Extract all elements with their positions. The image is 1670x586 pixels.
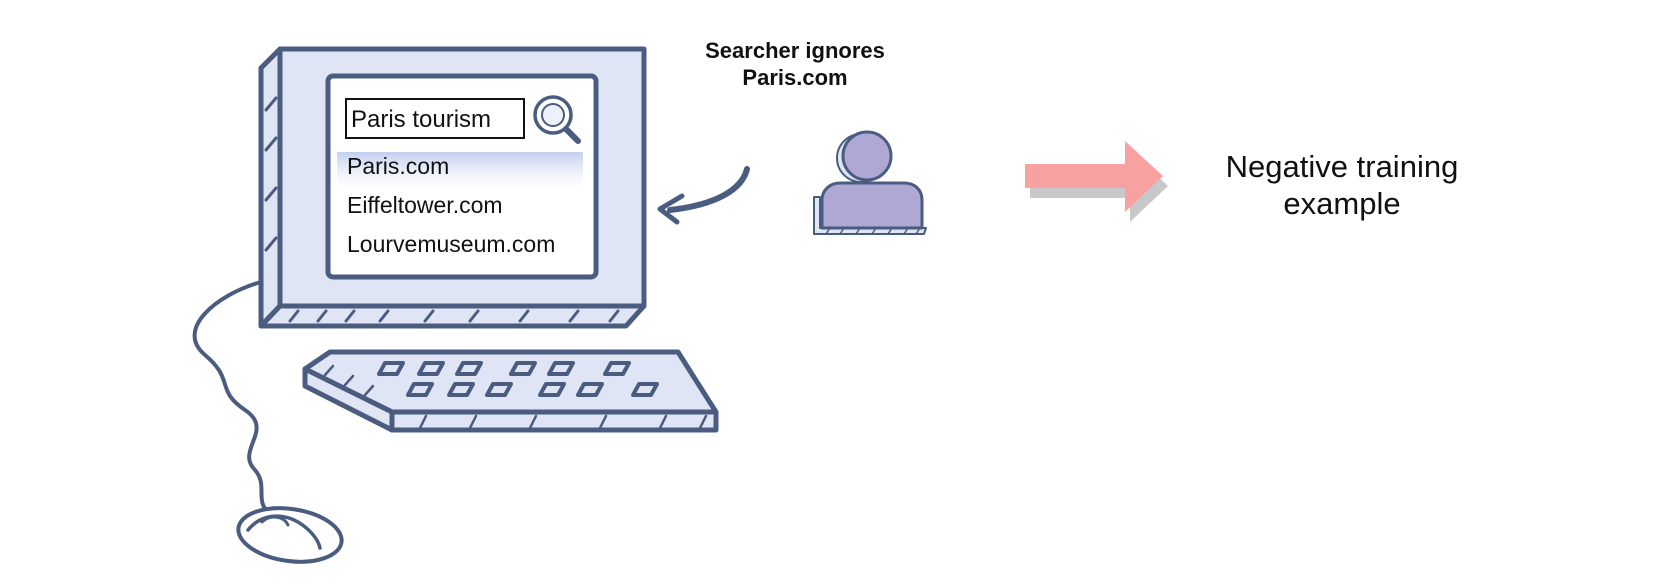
pink-arrow-shape bbox=[1025, 141, 1163, 212]
magnifier-icon[interactable] bbox=[533, 95, 581, 144]
mouse-button bbox=[246, 514, 322, 550]
person-head bbox=[841, 130, 893, 182]
key bbox=[603, 361, 631, 376]
person-body bbox=[820, 181, 924, 230]
result-link[interactable]: Eiffeltower.com bbox=[347, 192, 503, 218]
key bbox=[538, 382, 566, 397]
key bbox=[417, 361, 445, 376]
key bbox=[631, 382, 659, 397]
outcome-line-2: example bbox=[1283, 186, 1400, 221]
monitor-hatch bbox=[264, 96, 620, 323]
search-query: Paris tourism bbox=[351, 106, 491, 133]
outcome-line-1: Negative training bbox=[1226, 149, 1459, 184]
key bbox=[455, 361, 483, 376]
mouse-body bbox=[236, 506, 344, 564]
caption-line-1: Searcher ignores bbox=[705, 38, 885, 63]
key bbox=[406, 382, 434, 397]
pink-arrow bbox=[1025, 141, 1168, 222]
curved-arrow bbox=[657, 166, 750, 225]
key bbox=[547, 361, 575, 376]
mouse-wheel bbox=[260, 515, 290, 527]
result-link[interactable]: Lourvemuseum.com bbox=[347, 231, 555, 257]
key bbox=[576, 382, 604, 397]
monitor-bottom bbox=[258, 303, 647, 329]
key bbox=[509, 361, 537, 376]
key bbox=[377, 361, 405, 376]
caption-line-2: Paris.com bbox=[742, 65, 847, 90]
keyboard-keys bbox=[377, 361, 659, 397]
result-highlight bbox=[337, 152, 583, 192]
search-input[interactable] bbox=[345, 98, 525, 139]
key bbox=[447, 382, 475, 397]
keyboard-base bbox=[389, 409, 719, 433]
searcher-person-icon bbox=[813, 130, 927, 235]
key bbox=[485, 382, 513, 397]
search-results-screen: Paris tourism Paris.com Eiffeltower.com … bbox=[337, 95, 583, 257]
keyboard-hatch bbox=[323, 364, 708, 430]
mouse-cable bbox=[192, 280, 270, 514]
result-link[interactable]: Paris.com bbox=[347, 153, 449, 179]
